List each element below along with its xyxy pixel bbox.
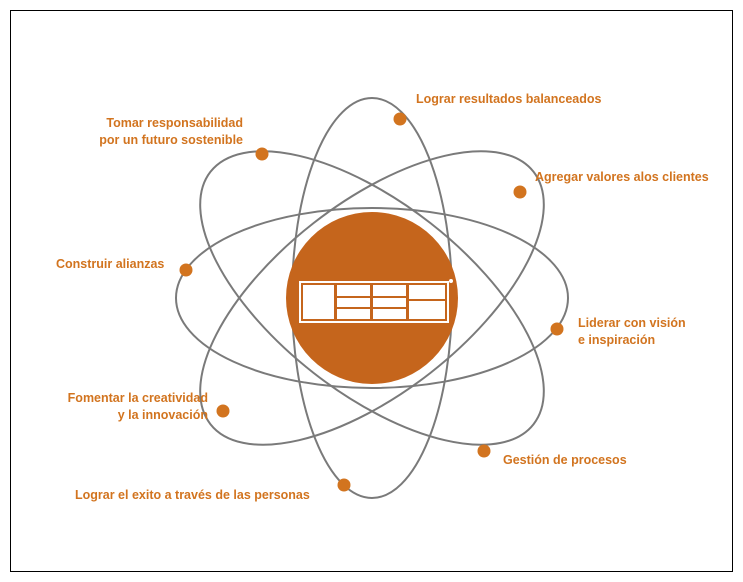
label-agregar-valores: Agregar valores alos clientes	[535, 170, 709, 184]
label-liderar: Liderar con visión e inspiración	[578, 316, 686, 347]
dot-lograr-resultados	[393, 112, 407, 126]
dot-gestion	[477, 444, 491, 458]
label-gestion: Gestión de procesos	[503, 453, 627, 467]
label-tomar-responsabilidad: Tomar responsabilidad por un futuro sost…	[99, 116, 243, 147]
label-lograr-resultados: Lograr resultados balanceados	[416, 92, 602, 106]
dot-tomar-responsabilidad	[255, 147, 269, 161]
dot-lograr-exito	[337, 478, 351, 492]
dot-agregar-valores	[513, 185, 527, 199]
label-construir-alianzas: Construir alianzas	[56, 257, 165, 271]
label-fomentar: Fomentar la creatividad y la innovación	[67, 391, 208, 422]
dot-liderar	[550, 322, 564, 336]
label-lograr-exito: Lograr el exito a través de las personas	[75, 488, 310, 502]
orbit-diagonal-a	[199, 150, 545, 446]
dot-fomentar	[216, 404, 230, 418]
dot-construir-alianzas	[179, 263, 193, 277]
orbit-diagonal-b	[199, 150, 545, 446]
orbit-horizontal	[175, 207, 569, 389]
efqm-logo-icon	[299, 279, 453, 323]
